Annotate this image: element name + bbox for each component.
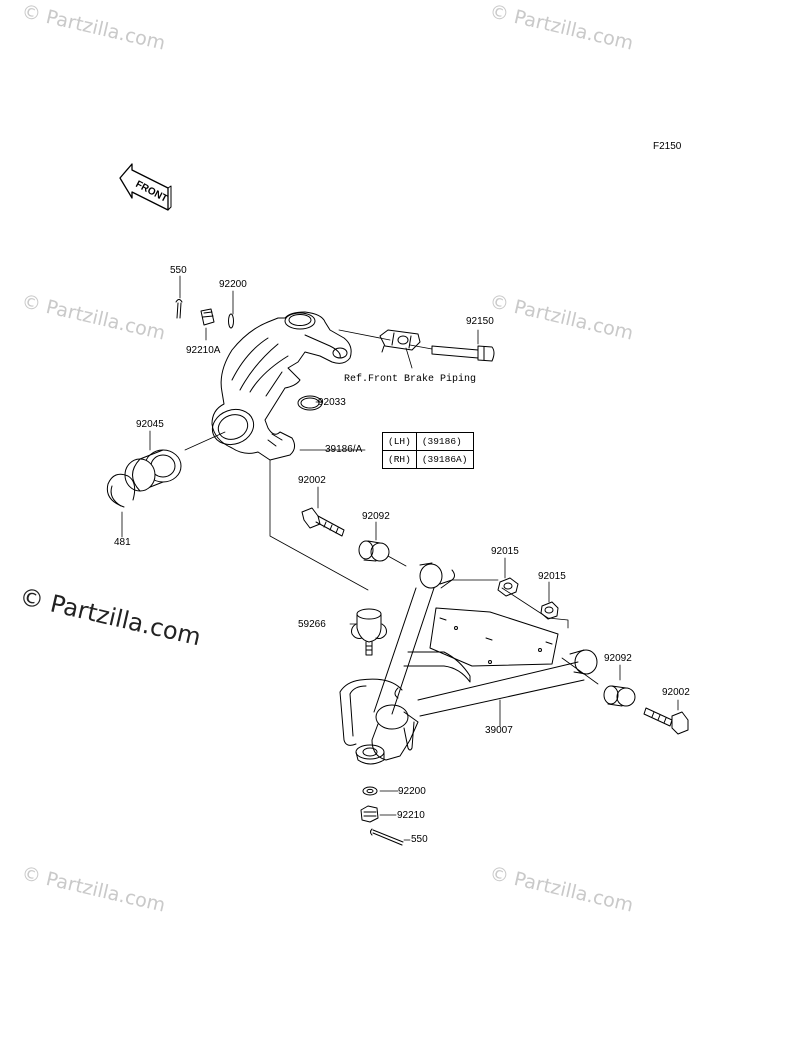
castle-nut-top xyxy=(200,308,215,326)
part-label-92015[interactable]: 92015 xyxy=(491,546,519,557)
bolt-92002-left xyxy=(301,507,345,537)
bolt-92150 xyxy=(379,329,495,362)
part-label-92200[interactable]: 92200 xyxy=(219,279,247,290)
bushing-92092-left xyxy=(358,540,390,562)
side-cell: (LH) xyxy=(382,432,417,451)
bolt-92002-right xyxy=(643,707,689,735)
nut-92015-b xyxy=(540,601,559,620)
bearing-92045 xyxy=(124,449,182,492)
ref-note: Ref.Front Brake Piping xyxy=(344,374,477,385)
a-arm-39007 xyxy=(339,562,598,765)
table-row: (RH) (39186A) xyxy=(382,450,474,469)
part-cell: (39186A) xyxy=(415,450,474,469)
figure-code: F2150 xyxy=(653,141,682,152)
side-cell: (RH) xyxy=(382,450,417,469)
ball-joint-59266 xyxy=(351,608,387,656)
washer-bottom xyxy=(362,786,378,796)
part-label-39007[interactable]: 39007 xyxy=(485,725,513,736)
part-label-92015[interactable]: 92015 xyxy=(538,571,566,582)
snap-ring-92033 xyxy=(297,395,323,411)
part-label-92045[interactable]: 92045 xyxy=(136,419,164,430)
part-label-59266[interactable]: 59266 xyxy=(298,619,326,630)
part-cell: (39186) xyxy=(415,432,474,451)
front-arrow-icon: FRONT xyxy=(119,163,172,211)
part-label-550[interactable]: 550 xyxy=(411,834,428,845)
washer-top xyxy=(228,313,234,329)
part-label-550[interactable]: 550 xyxy=(170,265,187,276)
part-label-92092[interactable]: 92092 xyxy=(362,511,390,522)
side-reference-table: (LH) (39186) (RH) (39186A) xyxy=(382,432,474,469)
cotter-pin-top xyxy=(175,299,183,319)
part-label-92002[interactable]: 92002 xyxy=(298,475,326,486)
bushing-92092-right xyxy=(603,685,636,707)
part-label-92002[interactable]: 92002 xyxy=(662,687,690,698)
cotter-pin-bottom xyxy=(370,828,404,846)
part-label-481[interactable]: 481 xyxy=(114,537,131,548)
part-label-92092[interactable]: 92092 xyxy=(604,653,632,664)
table-row: (LH) (39186) xyxy=(382,432,474,451)
circlip-481 xyxy=(106,473,136,508)
part-label-92033[interactable]: 92033 xyxy=(318,397,346,408)
part-label-92150[interactable]: 92150 xyxy=(466,316,494,327)
part-label-92210[interactable]: 92210 xyxy=(397,810,425,821)
part-label-39186a[interactable]: 39186/A xyxy=(325,444,363,455)
nut-92015-a xyxy=(497,577,519,597)
steering-knuckle xyxy=(211,311,352,461)
leader-lines xyxy=(121,275,679,841)
castle-nut-bottom xyxy=(360,805,379,823)
part-label-92210a[interactable]: 92210A xyxy=(186,345,221,356)
part-label-92200[interactable]: 92200 xyxy=(398,786,426,797)
